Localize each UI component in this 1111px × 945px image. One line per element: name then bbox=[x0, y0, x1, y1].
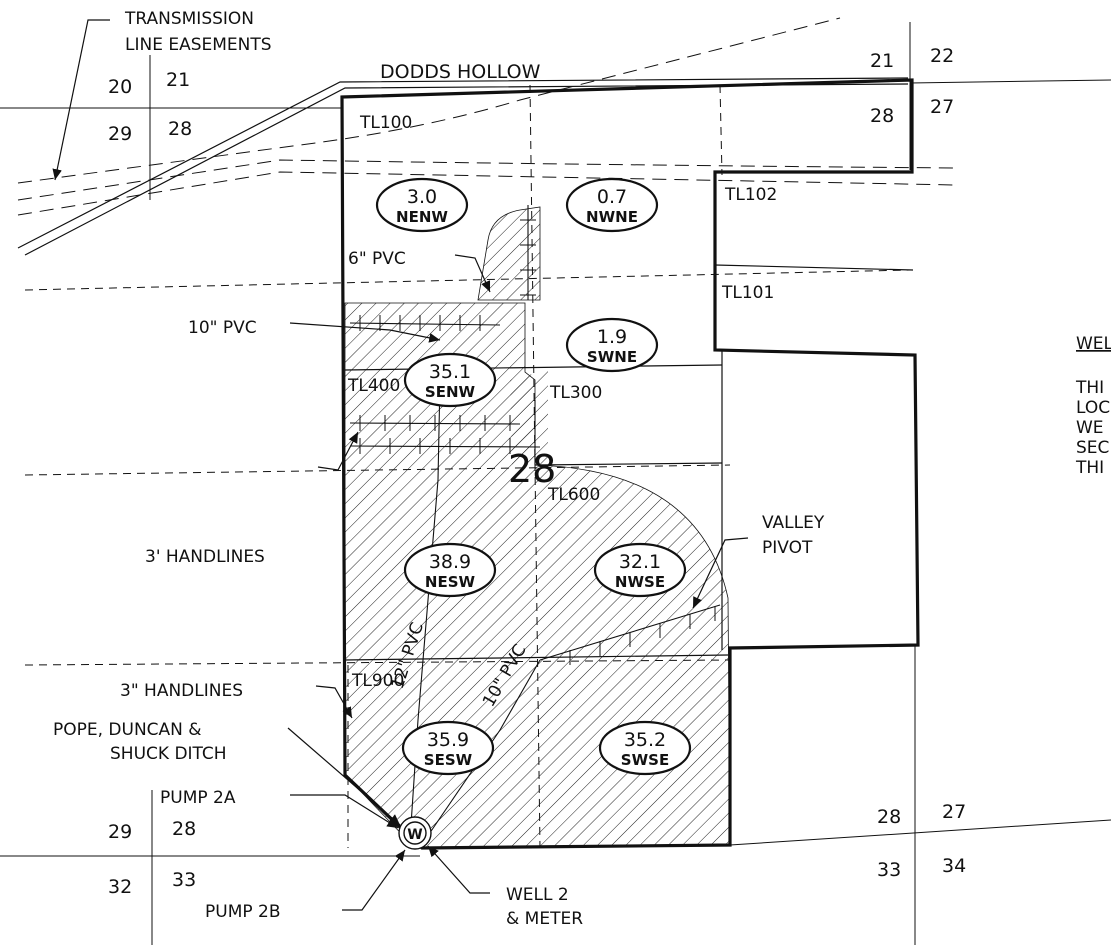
acreage-value: 32.1 bbox=[619, 551, 661, 573]
tax-lot-label: TL600 bbox=[547, 485, 600, 505]
easement-label-line2: LINE EASEMENTS bbox=[125, 35, 272, 55]
section-number: 32 bbox=[108, 876, 132, 898]
acreage-oval bbox=[598, 720, 692, 776]
section-number: 22 bbox=[930, 45, 954, 67]
pump-2b-label: PUMP 2B bbox=[205, 902, 281, 922]
section-number: 28 bbox=[168, 118, 192, 140]
acreage-code: SWSE bbox=[621, 751, 669, 769]
acreage-code: SENW bbox=[425, 383, 476, 401]
acreage-oval bbox=[565, 177, 659, 233]
acreage-oval bbox=[401, 720, 495, 776]
acreage-code: NWNE bbox=[586, 208, 638, 226]
pivot-label-line2: PIVOT bbox=[762, 538, 813, 558]
easement-label-line1: TRANSMISSION bbox=[124, 9, 254, 29]
irrigated-area bbox=[344, 206, 731, 849]
section-number: 29 bbox=[108, 123, 132, 145]
section-number: 28 bbox=[172, 818, 196, 840]
transmission-easement-lines bbox=[17, 17, 956, 216]
section-center-number: 28 bbox=[508, 447, 556, 491]
section-number: 33 bbox=[172, 869, 196, 891]
section-number: 21 bbox=[870, 50, 894, 72]
pump-2a-label: PUMP 2A bbox=[160, 788, 236, 808]
acreage-value: 35.1 bbox=[429, 361, 471, 383]
notes-line: SEC bbox=[1076, 438, 1109, 458]
well-symbol-label: W bbox=[407, 827, 422, 843]
section-numbers: 20 21 29 28 21 22 28 27 29 28 32 33 28 2… bbox=[108, 45, 966, 898]
notes-line: THI bbox=[1075, 378, 1104, 398]
section-number: 29 bbox=[108, 821, 132, 843]
acreage-code: SWNE bbox=[587, 348, 637, 366]
acreage-value: 38.9 bbox=[429, 551, 471, 573]
well-2-symbol: W bbox=[398, 816, 432, 850]
acreage-value: 3.0 bbox=[407, 186, 437, 208]
section-number: 28 bbox=[870, 105, 894, 127]
tax-lot-label: TL102 bbox=[724, 185, 777, 205]
section-lines bbox=[0, 22, 1111, 945]
acreage-oval bbox=[403, 542, 497, 598]
acreage-oval bbox=[403, 352, 497, 408]
acreage-oval bbox=[375, 177, 469, 233]
acreage-oval bbox=[593, 542, 687, 598]
notes-block: WEL THI LOC WE SEC THI bbox=[1075, 334, 1111, 478]
section-number: 21 bbox=[166, 69, 190, 91]
handlines-label-upper: 3' HANDLINES bbox=[145, 547, 265, 567]
ditch-label-line2: SHUCK DITCH bbox=[110, 744, 227, 764]
tax-lot-label: TL300 bbox=[549, 383, 602, 403]
pivot-label-line1: VALLEY bbox=[762, 513, 825, 533]
handlines-label-lower: 3" HANDLINES bbox=[120, 681, 243, 701]
acreage-value: 35.9 bbox=[427, 729, 469, 751]
well-2-label-line2: & METER bbox=[506, 909, 583, 929]
well-2-label-line1: WELL 2 bbox=[506, 885, 569, 905]
section-number: 20 bbox=[108, 76, 132, 98]
acreage-value: 0.7 bbox=[597, 186, 627, 208]
notes-heading: WEL bbox=[1076, 334, 1111, 354]
acreage-value: 1.9 bbox=[597, 326, 627, 348]
acreage-code: SESW bbox=[424, 751, 473, 769]
acreage-code: NENW bbox=[396, 208, 448, 226]
ditch-label-line1: POPE, DUNCAN & bbox=[53, 720, 202, 740]
road-name: DODDS HOLLOW bbox=[380, 61, 541, 83]
notes-line: THI bbox=[1075, 458, 1104, 478]
pipelines bbox=[349, 205, 721, 841]
notes-line: WE bbox=[1076, 418, 1104, 438]
section-number: 28 bbox=[877, 806, 901, 828]
leader-arrows bbox=[52, 19, 749, 911]
acreage-value: 35.2 bbox=[624, 729, 666, 751]
section-number: 27 bbox=[942, 801, 966, 823]
section-number: 33 bbox=[877, 859, 901, 881]
tax-lot-label: TL900 bbox=[351, 671, 404, 691]
acreage-code: NESW bbox=[425, 573, 476, 591]
tax-lot-labels: TL100 TL101 TL102 TL300 TL400 TL600 TL90… bbox=[347, 113, 777, 691]
notes-line: LOC bbox=[1076, 398, 1110, 418]
section-number: 34 bbox=[942, 855, 966, 877]
acreage-oval bbox=[565, 317, 659, 373]
section-number: 27 bbox=[930, 96, 954, 118]
tax-lot-label: TL100 bbox=[359, 113, 412, 133]
pipe-label-6in: 6" PVC bbox=[348, 249, 406, 269]
tax-lot-label: TL400 bbox=[347, 376, 400, 396]
pipe-label-10in: 10" PVC bbox=[188, 318, 257, 338]
acreage-code: NWSE bbox=[615, 573, 665, 591]
tax-lot-label: TL101 bbox=[721, 283, 774, 303]
